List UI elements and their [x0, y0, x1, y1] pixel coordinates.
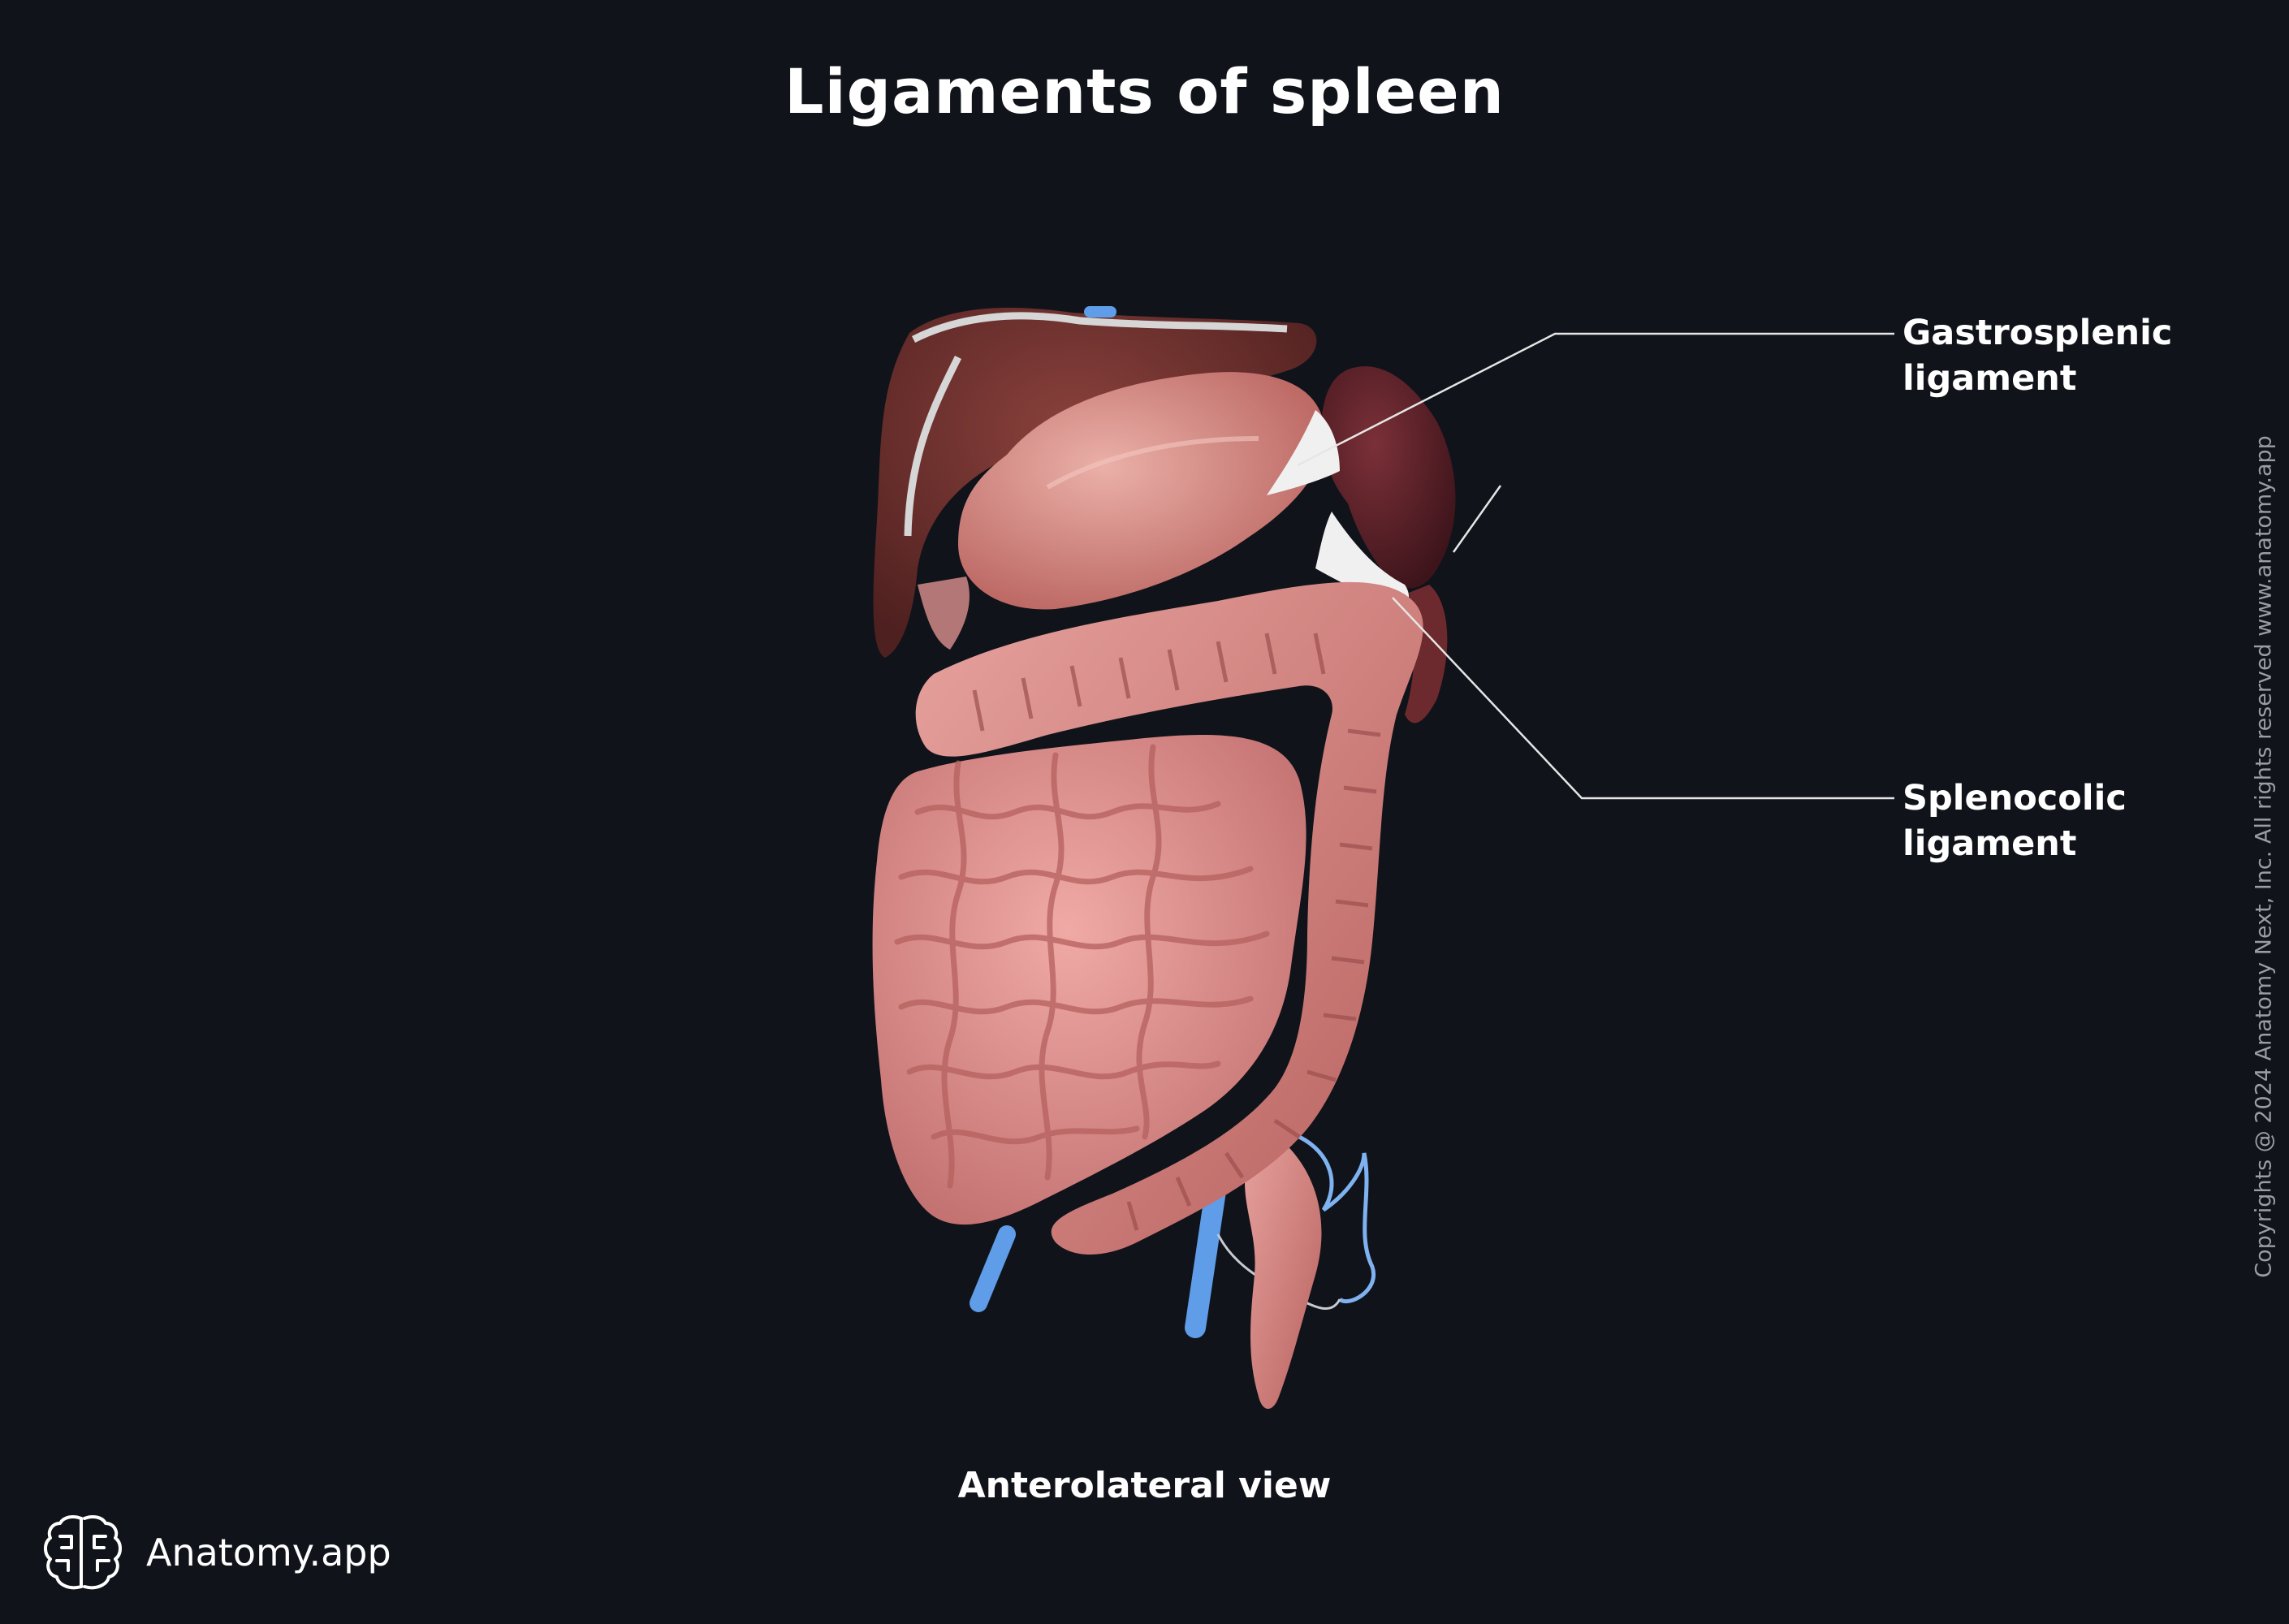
- spleen-pointer-line: [1452, 485, 1502, 553]
- view-caption: Anterolateral view: [957, 1465, 1332, 1506]
- gastrosplenic-leader-line: [1297, 332, 1894, 467]
- sigmoid-colon: [1245, 1129, 1322, 1409]
- vessels: [970, 1134, 1376, 1338]
- leader-lines: [1297, 332, 1894, 800]
- splenocolic-leader-line: [1392, 597, 1894, 800]
- brand-name: Anatomy.app: [146, 1531, 391, 1574]
- brain-logo-icon: [44, 1515, 122, 1590]
- copyright-notice: Copyrights @ 2024 Anatomy Next, Inc. All…: [2251, 435, 2277, 1278]
- large-intestine: [915, 581, 1423, 1255]
- mesenteric-vessels: [1298, 1134, 1376, 1304]
- page-title: Ligaments of spleen: [784, 55, 1505, 127]
- brand[interactable]: Anatomy.app: [41, 1512, 391, 1593]
- stomach: [958, 372, 1325, 610]
- small-intestine: [872, 735, 1306, 1225]
- gastrosplenic-ligament-label: Gastrosplenic ligament: [1902, 313, 2173, 399]
- gastrosplenic-ligament-shape: [1267, 410, 1340, 495]
- left-vein: [970, 1225, 1016, 1312]
- splenocolic-ligament-label: Splenocolic ligament: [1902, 778, 2127, 864]
- spleen: [1320, 366, 1456, 589]
- liver: [873, 306, 1317, 658]
- right-vein: [1185, 1175, 1227, 1338]
